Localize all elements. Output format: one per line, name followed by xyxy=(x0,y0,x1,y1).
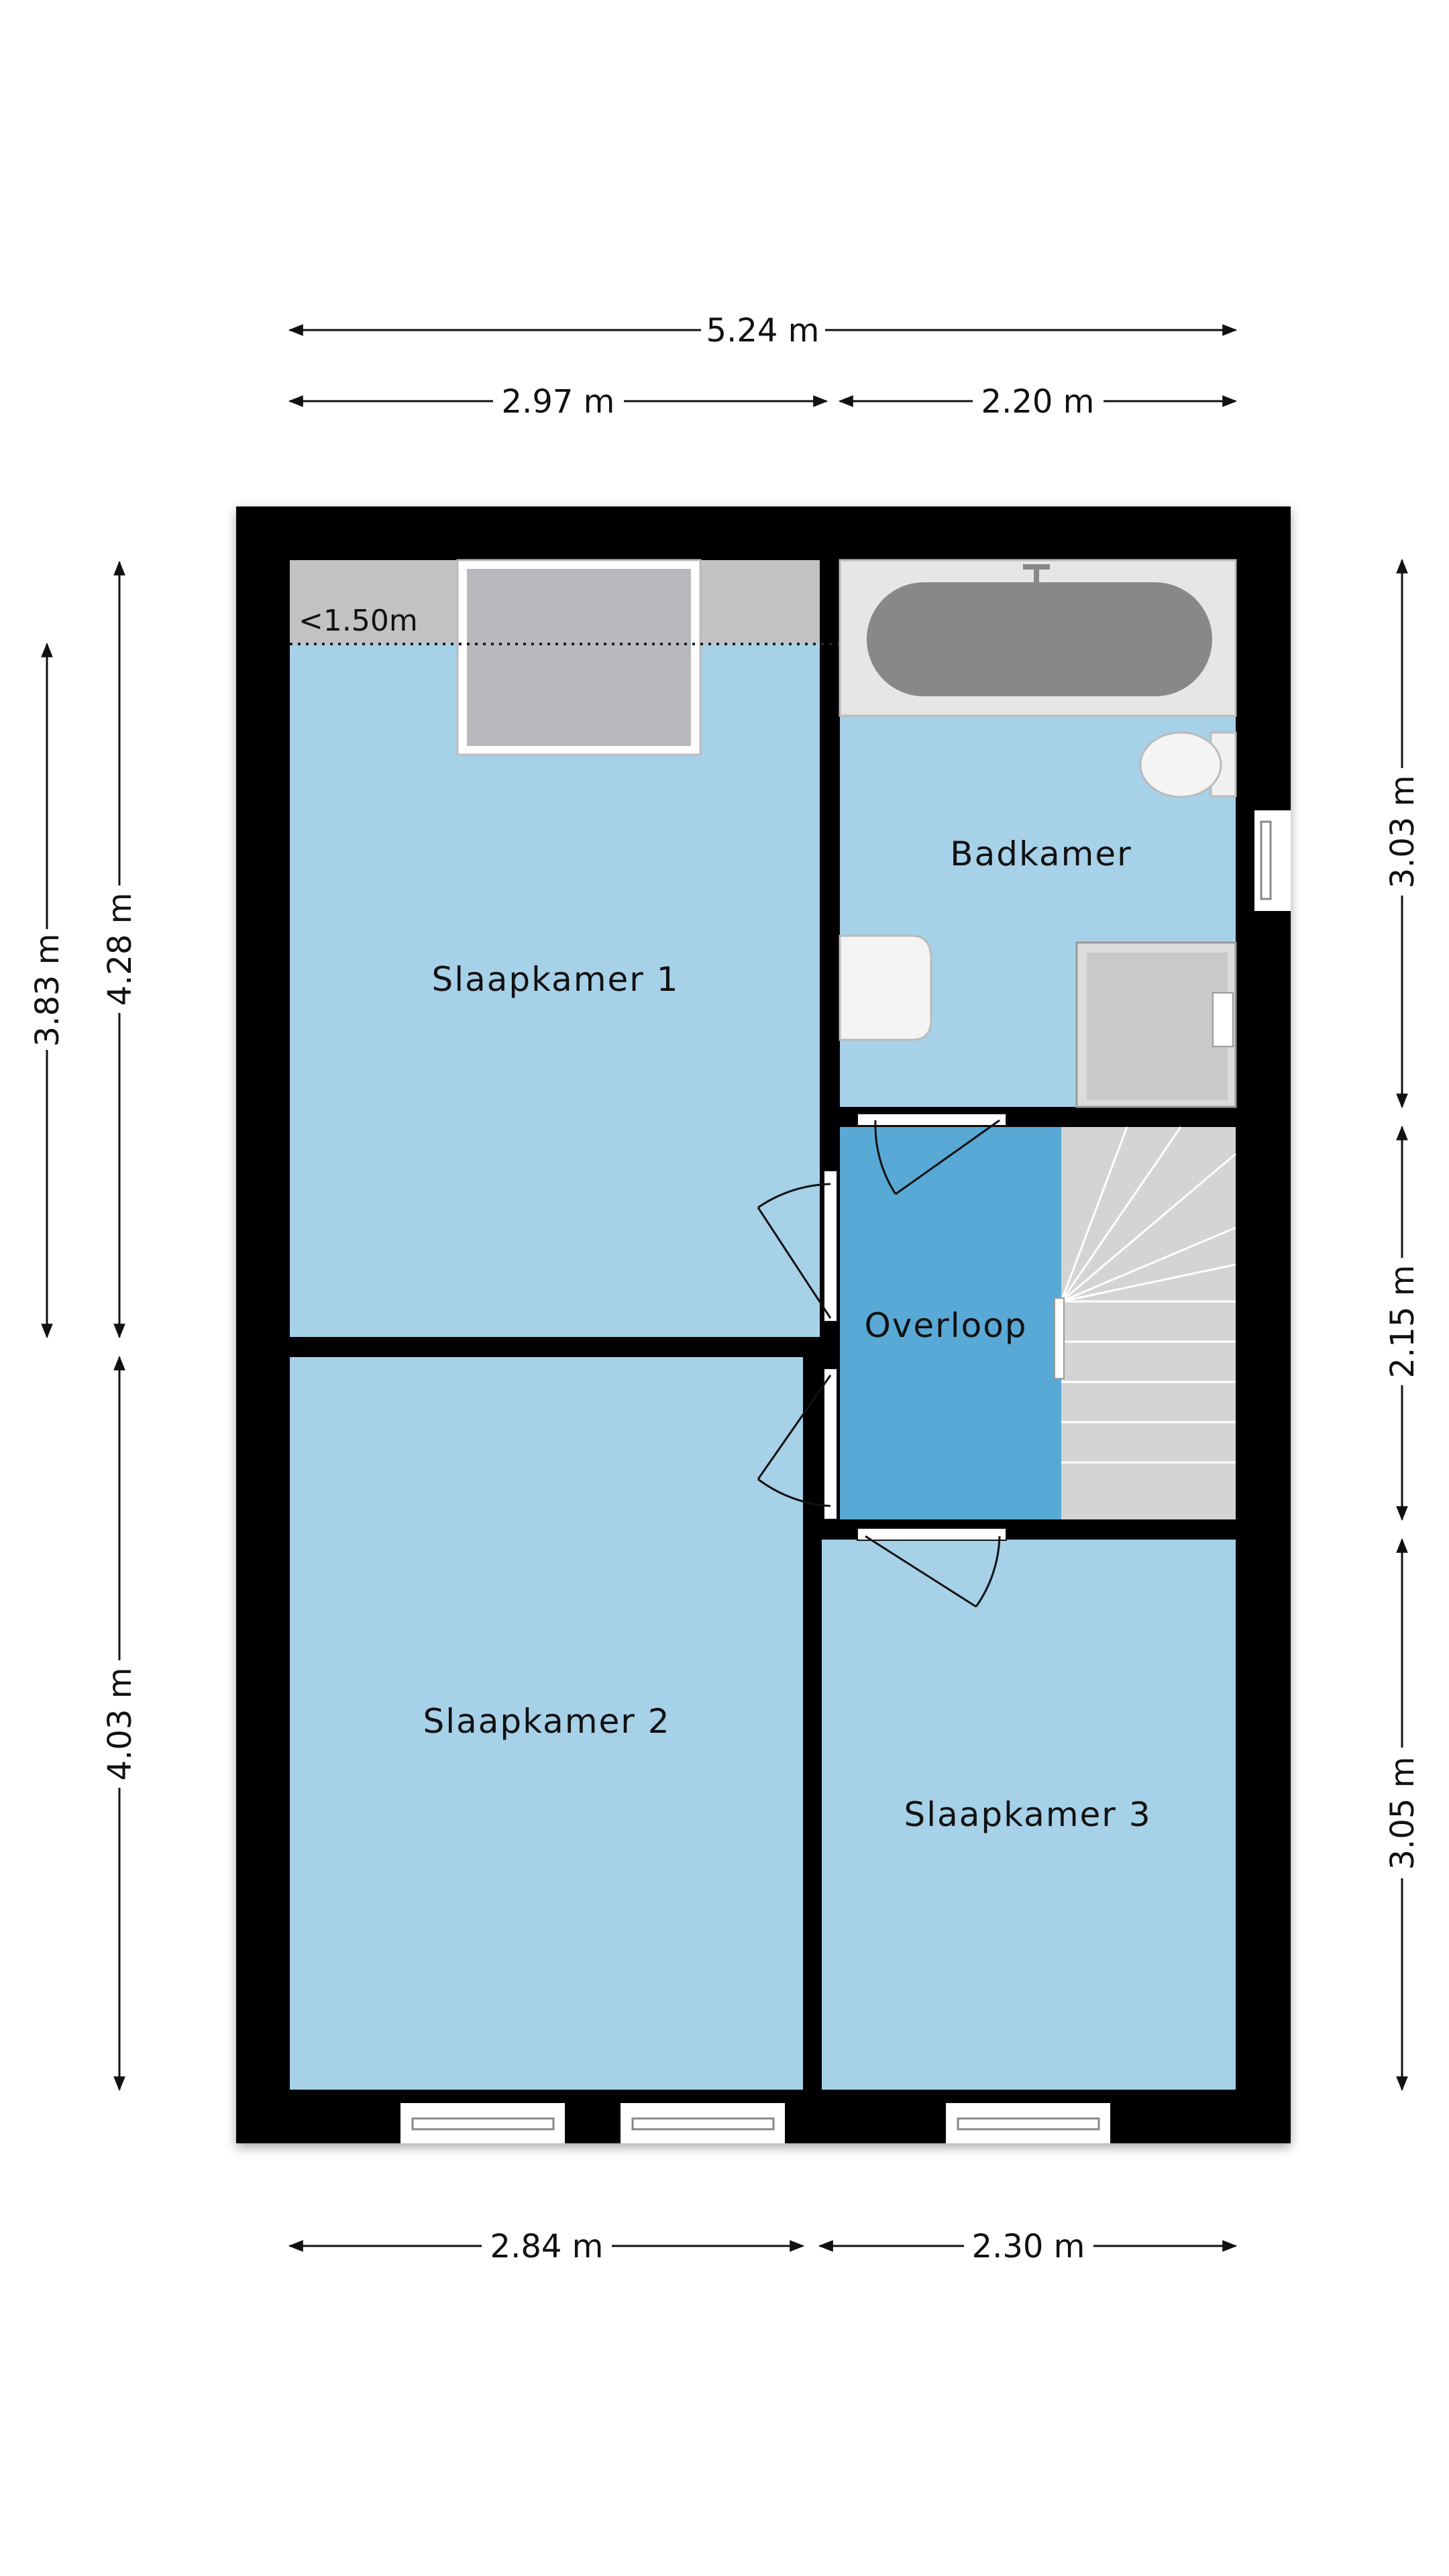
dim-top-left-label: 2.97 m xyxy=(502,383,615,421)
dim-bottom-right-label: 2.30 m xyxy=(972,2228,1085,2265)
label-bedroom1: Slaapkamer 1 xyxy=(431,960,679,999)
dimension-top-left: 2.97 m xyxy=(288,383,828,421)
dim-right-upper-label: 3.03 m xyxy=(1384,775,1421,889)
dim-right-middle-label: 2.15 m xyxy=(1384,1265,1421,1379)
dimension-right-lower: 3.05 m xyxy=(1384,1538,1421,2092)
sink xyxy=(839,934,932,1041)
room-bedroom3 xyxy=(822,1540,1236,2090)
window-bathroom xyxy=(1254,810,1291,911)
dimension-bottom-right: 2.30 m xyxy=(818,2228,1238,2265)
dimension-left-inner-upper: 4.28 m xyxy=(101,560,139,1339)
dimension-right-middle: 2.15 m xyxy=(1384,1125,1421,1521)
label-bedroom2: Slaapkamer 2 xyxy=(423,1702,670,1741)
shower xyxy=(1075,941,1237,1108)
label-landing: Overloop xyxy=(864,1306,1027,1345)
skylight xyxy=(456,559,702,756)
window-bedroom2-left xyxy=(400,2103,565,2143)
dimension-bottom-left: 2.84 m xyxy=(288,2228,805,2265)
door-bedroom1[interactable] xyxy=(757,1170,838,1322)
dim-left-inner-upper-label: 4.28 m xyxy=(101,893,139,1006)
stairs xyxy=(1054,1126,1236,1464)
door-bedroom2[interactable] xyxy=(757,1368,838,1520)
dim-top-total-label: 5.24 m xyxy=(706,312,820,350)
dimension-left-outer-upper: 3.83 m xyxy=(29,642,66,1339)
window-bedroom3 xyxy=(946,2103,1110,2143)
door-bathroom[interactable] xyxy=(857,1113,1007,1195)
stairs-area xyxy=(1061,1127,1236,1519)
room-bedroom2 xyxy=(290,1357,803,2090)
dim-left-outer-upper-label: 3.83 m xyxy=(29,934,66,1047)
dimension-top-total: 5.24 m xyxy=(288,312,1238,350)
toilet xyxy=(1139,731,1237,798)
door-bedroom3[interactable] xyxy=(857,1527,1007,1608)
dim-right-lower-label: 3.05 m xyxy=(1384,1757,1421,1870)
bathtub xyxy=(839,559,1237,717)
dim-top-right-label: 2.20 m xyxy=(981,383,1095,421)
dim-bottom-left-label: 2.84 m xyxy=(490,2228,604,2265)
dim-left-inner-lower-label: 4.03 m xyxy=(101,1668,139,1781)
label-bathroom: Badkamer xyxy=(950,835,1132,873)
label-bedroom3: Slaapkamer 3 xyxy=(904,1795,1151,1834)
dimension-left-inner-lower: 4.03 m xyxy=(101,1355,139,2092)
room-landing xyxy=(840,1127,1061,1519)
window-bedroom2-right xyxy=(621,2103,785,2143)
dimension-right-upper: 3.03 m xyxy=(1384,558,1421,1109)
low-ceiling-label: <1.50m xyxy=(299,604,418,638)
dimension-top-right: 2.20 m xyxy=(838,383,1238,421)
